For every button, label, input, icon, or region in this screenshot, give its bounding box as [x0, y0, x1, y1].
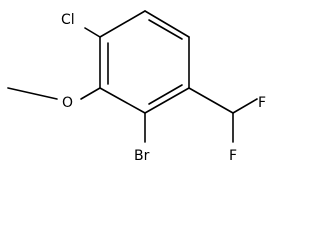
ring-double-bond-top	[148, 19, 183, 40]
bond-ring-chf2	[188, 87, 234, 114]
bond-ring-cl	[84, 27, 101, 38]
ring-bond-c1-c2	[99, 10, 146, 38]
bond-ring-o	[80, 87, 101, 100]
atom-label-bromine: Br	[134, 148, 150, 164]
atom-label-fluorine-top: F	[258, 95, 266, 111]
ring-double-bond-bottom	[148, 84, 183, 105]
atom-label-fluorine-bottom: F	[229, 148, 237, 164]
molecule-diagram: Cl O Br F F	[7, 10, 266, 164]
ring-bond-c4-c5	[144, 87, 190, 114]
bond-chf2-f-top	[232, 98, 258, 114]
bond-o-methyl	[7, 87, 58, 100]
ring-bond-c5-c6	[99, 87, 146, 114]
structure-svg: Cl O Br F F	[7, 10, 266, 164]
ring-bond-c2-c3	[144, 10, 190, 38]
atom-label-chlorine: Cl	[61, 12, 75, 28]
atom-label-oxygen: O	[62, 95, 73, 111]
